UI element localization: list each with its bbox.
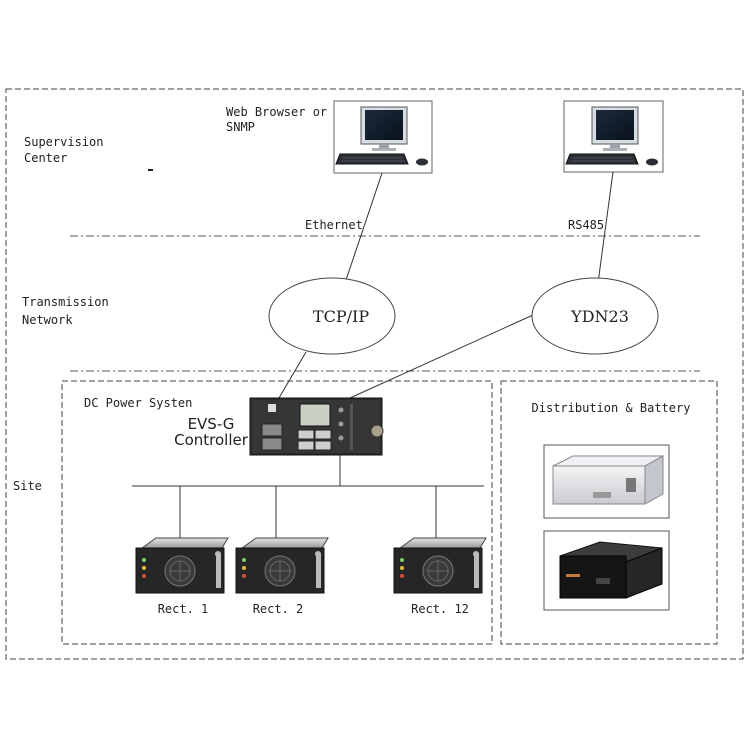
stray-mark — [148, 169, 153, 171]
terminal-label-line2: SNMP — [226, 120, 255, 134]
monitor-icon — [360, 106, 408, 151]
zone-label-supervision-line2: Center — [24, 151, 67, 165]
controller-role: Controller — [174, 431, 249, 449]
zone-label-transmission: Transmission Network — [22, 295, 116, 327]
monitor-icon — [591, 106, 639, 151]
keyboard-icon — [565, 153, 639, 165]
outer-frame — [5, 88, 744, 660]
distribution-battery-box — [500, 380, 718, 645]
zone-label-supervision: Supervision Center — [24, 135, 111, 165]
distribution-unit — [543, 444, 670, 519]
ydn23-label: YDN23 — [570, 307, 629, 326]
rectifier-module-2 — [235, 537, 329, 594]
tcp-ip-label: TCP/IP — [313, 307, 369, 326]
rectifier-module-1 — [135, 537, 229, 594]
battery-unit — [543, 530, 670, 611]
rectifier-label-1: Rect. 1 — [158, 602, 209, 616]
tcpip-to-controller-link — [278, 351, 307, 399]
controller-handle-knob — [370, 424, 384, 438]
tcp-ip-bubble: TCP/IP — [268, 277, 396, 355]
zone-label-transmission-line2: Network — [22, 313, 73, 327]
rs485-label: RS485 — [568, 218, 604, 232]
keyboard-icon — [335, 153, 409, 165]
ydn23-to-controller-link — [349, 314, 534, 399]
ydn23-bubble: YDN23 — [531, 277, 659, 355]
computer-terminal-rs485 — [563, 100, 664, 173]
dc-power-system-box — [61, 380, 493, 645]
rs485-link — [597, 171, 614, 284]
terminal-label: Web Browser or SNMP — [226, 105, 334, 134]
rectifier-module-12 — [393, 537, 487, 594]
distribution-battery-title: Distribution & Battery — [532, 401, 691, 415]
computer-terminal-snmp — [333, 100, 433, 174]
controller-name: EVS-G — [188, 415, 235, 433]
controller-lcd-display — [299, 403, 331, 427]
zone-label-transmission-line1: Transmission — [22, 295, 109, 309]
evs-g-controller — [249, 397, 384, 456]
zone-label-supervision-line1: Supervision — [24, 135, 103, 149]
mouse-icon — [646, 158, 658, 166]
terminal-label-line1: Web Browser or — [226, 105, 327, 119]
zone-label-site: Site — [13, 479, 42, 493]
rectifier-label-12: Rect. 12 — [411, 602, 469, 616]
mouse-icon — [416, 158, 428, 166]
ethernet-label: Ethernet — [305, 218, 363, 232]
ethernet-link — [343, 172, 383, 287]
dc-power-system-title: DC Power Systen — [84, 396, 192, 410]
rectifier-label-2: Rect. 2 — [253, 602, 304, 616]
